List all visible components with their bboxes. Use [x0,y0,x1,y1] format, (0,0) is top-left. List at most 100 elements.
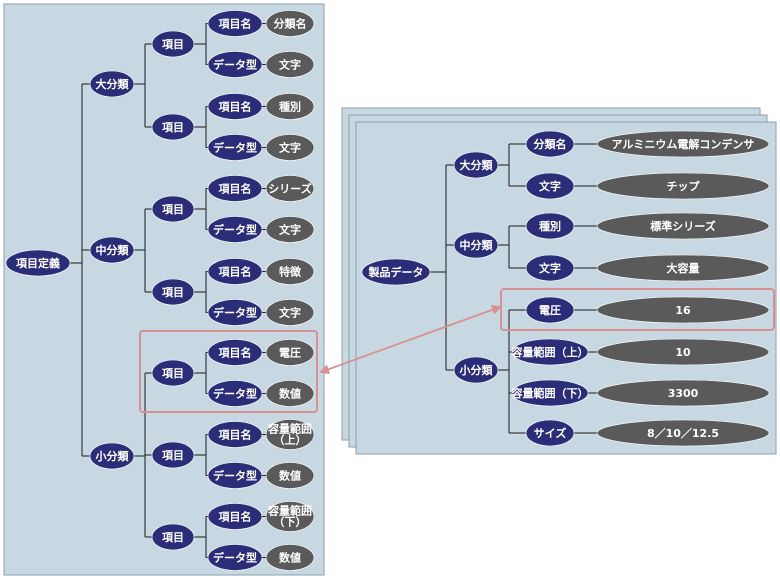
left-field-key-node: データ型 [207,51,263,78]
right-value-node-shape [596,338,770,366]
right-key-node-label: 種別 [539,219,561,233]
left-item-node-label: 項目 [162,286,184,299]
right-value-node-shape [596,296,770,324]
left-field-key-node-shape [207,216,263,243]
right-group-node-shape [453,151,499,179]
left-field-value-node-shape [265,544,315,571]
left-field-value-node-label: 数値 [279,550,301,564]
left-field-value-node: 容量範囲（上） [265,419,315,450]
left-item-node-label: 項目 [162,38,184,51]
left-field-value-node: 容量範囲（下） [265,501,315,532]
right-key-node: 電圧 [525,296,575,324]
left-field-value-node-label: 数値 [279,386,301,400]
left-field-value-node: 特徴 [265,258,315,285]
right-key-node-shape [511,379,589,407]
right-group-node-label: 小分類 [459,363,494,377]
right-group-node-label: 中分類 [460,238,494,252]
left-field-value-node: 種別 [265,93,315,120]
right-value-node: 3300 [596,379,770,407]
left-item-node-shape [151,441,195,469]
left-field-key-node-label: データ型 [213,550,257,564]
left-field-key-node-shape [207,93,263,120]
left-field-value-node-shape [265,10,315,37]
right-root-node: 製品データ [361,258,431,286]
left-field-value-node-shape [265,501,315,532]
left-field-key-node-label: 項目名 [219,181,252,195]
right-root-node-shape [361,258,431,286]
left-field-key-node-label: データ型 [213,57,257,71]
left-field-key-node-shape [207,421,263,448]
left-field-value-node-shape [265,258,315,285]
left-root-node-label: 項目定義 [16,256,60,270]
left-field-key-node-shape [207,380,263,407]
left-field-value-node-shape [265,51,315,78]
left-root-node: 項目定義 [5,249,71,277]
right-group-node-label: 大分類 [460,158,494,172]
left-item-node-shape [151,30,195,58]
left-field-key-node-label: データ型 [213,305,257,319]
left-field-value-node: 文字 [265,51,315,78]
left-item-node-label: 項目 [162,367,184,380]
left-item-node-shape [151,113,195,141]
right-value-node-shape [596,419,770,447]
left-field-key-node-label: データ型 [213,222,257,236]
right-key-node-label: 容量範囲（上） [511,345,589,359]
right-group-node: 中分類 [453,231,499,259]
left-field-value-node-shape [265,339,315,366]
right-key-node: サイズ [525,419,575,447]
left-group-node-label: 小分類 [95,449,130,463]
left-field-value-node-label: 文字 [279,140,301,154]
right-value-node-shape [596,172,770,200]
left-item-node: 項目 [151,441,195,469]
left-field-value-node-shape [265,380,315,407]
left-field-key-node: 項目名 [207,503,263,530]
left-group-node-label: 中分類 [96,243,130,257]
left-field-key-node-label: データ型 [213,140,257,154]
right-key-node-shape [525,172,575,200]
right-key-node: 文字 [525,254,575,282]
right-key-node: 容量範囲（下） [511,379,589,407]
left-field-key-node: データ型 [207,380,263,407]
left-item-node-shape [151,359,195,387]
left-field-key-node-shape [207,10,263,37]
left-field-key-node: データ型 [207,134,263,161]
left-field-value-node-label: 分類名 [274,16,307,30]
left-group-node: 大分類 [89,70,135,98]
left-field-value-node: 文字 [265,216,315,243]
left-field-value-node-shape [265,462,315,489]
left-field-value-node-shape [265,134,315,161]
right-key-node-label: 電圧 [539,304,561,317]
left-field-value-node-label: 数値 [279,468,301,482]
left-field-key-node: 項目名 [207,93,263,120]
right-value-node-shape [596,254,770,282]
left-field-key-node-shape [207,134,263,161]
left-item-node-shape [151,278,195,306]
left-field-value-node: 数値 [265,544,315,571]
right-key-node-shape [525,296,575,324]
right-key-node-shape [525,212,575,240]
left-field-key-node-label: データ型 [213,468,257,482]
left-group-node: 中分類 [89,236,135,264]
right-value-node-label: 8／10／12.5 [647,427,719,440]
right-key-node: 分類名 [525,130,575,158]
left-field-key-node-label: 項目名 [219,99,252,113]
right-key-node-shape [511,338,589,366]
left-item-node-shape [151,195,195,223]
right-value-node: 10 [596,338,770,366]
left-field-value-node-shape [265,216,315,243]
left-field-key-node-label: 項目名 [219,16,252,30]
right-value-node-label: 3300 [668,387,699,400]
right-key-node-label: 文字 [539,261,561,275]
left-group-node-shape [89,70,135,98]
right-value-node-label: チップ [667,179,701,193]
right-group-node: 大分類 [453,151,499,179]
left-field-key-node: 項目名 [207,10,263,37]
right-value-node-shape [596,212,770,240]
left-field-value-node-shape [265,175,315,202]
right-value-node: チップ [596,172,770,200]
left-field-key-node-shape [207,544,263,571]
left-field-key-node: 項目名 [207,258,263,285]
left-field-key-node-shape [207,339,263,366]
left-item-node: 項目 [151,113,195,141]
